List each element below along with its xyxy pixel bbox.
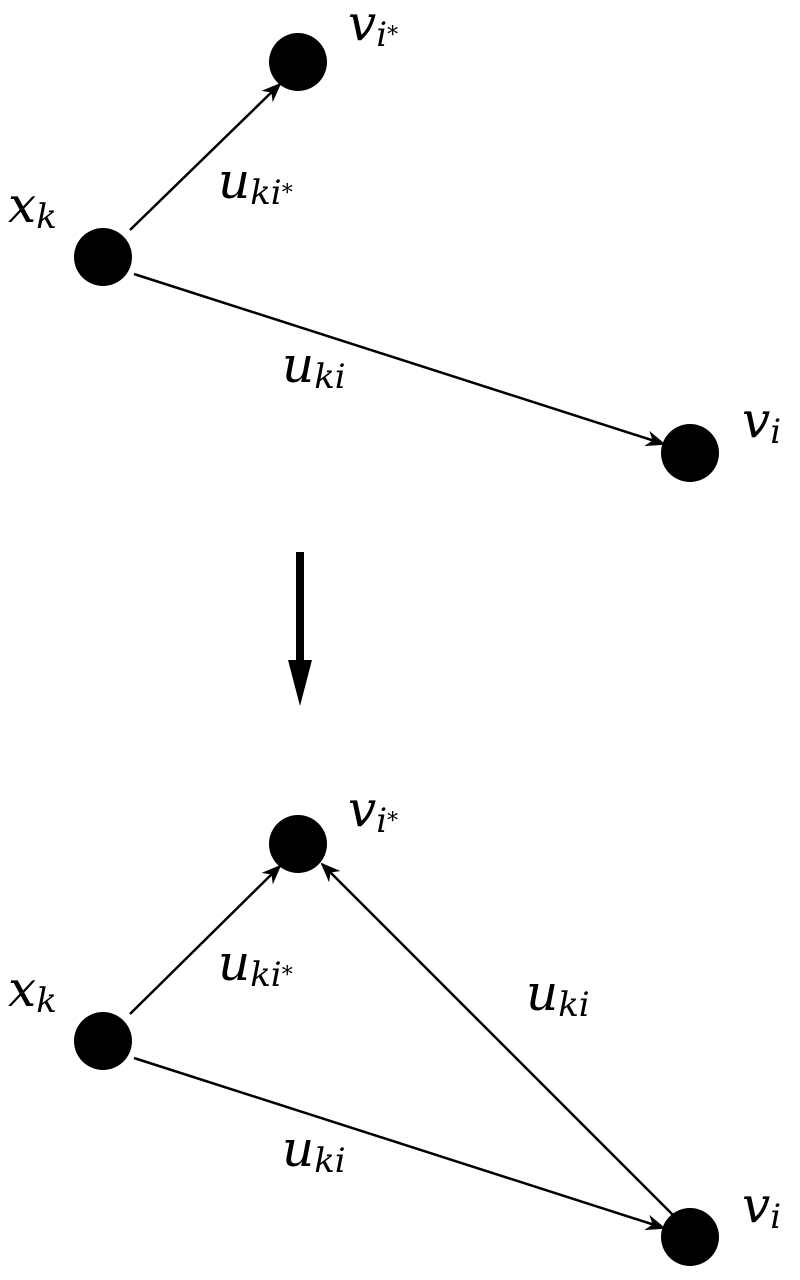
bottom-label-edge-xk-vistar: uki* bbox=[218, 934, 293, 995]
top-diagram: xk vi* vi uki* uki bbox=[8, 0, 781, 482]
bottom-label-edge-xk-vi: uki bbox=[282, 1120, 346, 1181]
top-node-v-i bbox=[661, 424, 719, 482]
transition-arrow bbox=[288, 552, 312, 706]
bottom-label-x-k: xk bbox=[8, 960, 57, 1021]
bottom-label-v-istar: vi* bbox=[348, 780, 398, 841]
bottom-label-v-i: vi bbox=[742, 1176, 781, 1237]
top-node-v-istar bbox=[269, 33, 327, 91]
top-node-x-k bbox=[74, 228, 132, 286]
top-label-x-k: xk bbox=[8, 176, 57, 237]
bottom-node-x-k bbox=[74, 1012, 132, 1070]
bottom-edge-vi-vistar bbox=[320, 862, 677, 1219]
top-edge-xk-vi bbox=[133, 272, 666, 447]
top-label-edge-xk-vistar: uki* bbox=[218, 152, 293, 213]
top-label-v-istar: vi* bbox=[348, 0, 398, 55]
top-label-v-i: vi bbox=[742, 391, 781, 452]
bottom-diagram: xk vi* vi uki* uki uki bbox=[8, 780, 781, 1266]
bottom-node-v-i bbox=[661, 1208, 719, 1266]
top-label-edge-xk-vi: uki bbox=[282, 336, 346, 397]
bottom-edge-xk-vistar bbox=[129, 864, 282, 1015]
top-edge-xk-vistar bbox=[129, 82, 282, 231]
bottom-node-v-istar bbox=[269, 815, 327, 873]
bottom-edge-xk-vi bbox=[133, 1056, 666, 1231]
bottom-label-edge-vi-vistar: uki bbox=[526, 964, 590, 1025]
